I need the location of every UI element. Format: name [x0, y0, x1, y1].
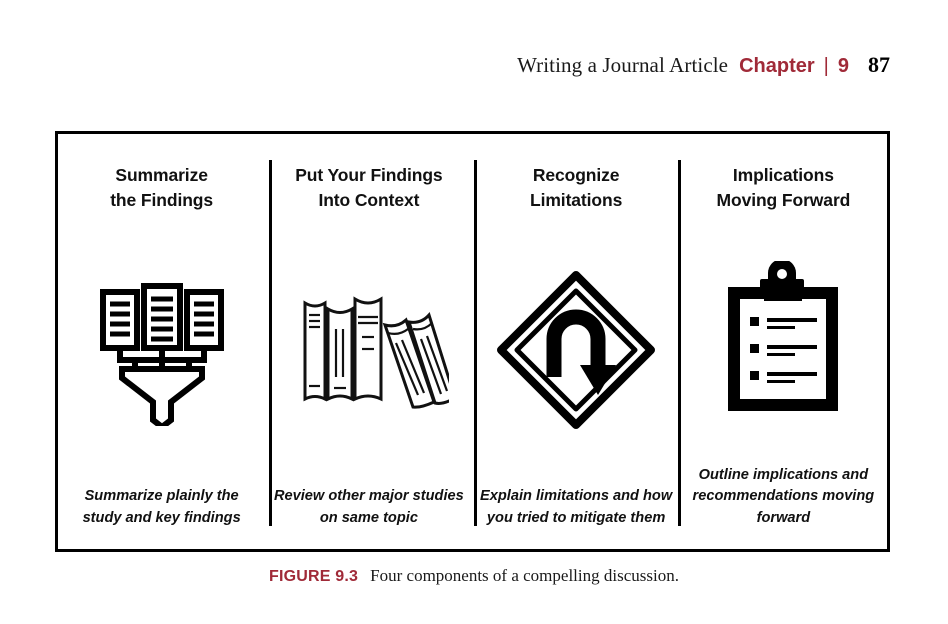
running-head-chapter-label: Chapter: [739, 55, 815, 77]
panel-put-findings-into-context: Put Your Findings Into Context: [265, 134, 472, 549]
running-head-separator: |: [823, 55, 829, 77]
panel-implications-moving-forward: Implications Moving Forward: [680, 134, 887, 549]
panel-title-line2: the Findings: [110, 190, 214, 211]
figure-caption-text: Four components of a compelling discussi…: [370, 566, 679, 585]
running-head-title: Writing a Journal Article: [517, 53, 729, 77]
panel-title-line2: Moving Forward: [716, 190, 851, 211]
panel-title: Implications Moving Forward: [717, 163, 851, 214]
panel-summarize-findings: Summarize the Findings: [58, 134, 265, 549]
panel-caption: Outline implications and recommendations…: [692, 466, 875, 526]
documents-funnel-icon: [64, 214, 259, 486]
panel-title-line2: Limitations: [530, 190, 623, 211]
panel-title: Summarize the Findings: [110, 163, 213, 214]
clipboard-checklist-icon: [686, 214, 881, 465]
running-head-chapter-number: 9: [837, 55, 849, 77]
panel-divider-3: [678, 160, 681, 526]
panel-title-line1: Recognize: [532, 165, 620, 185]
panel-title-line1: Summarize: [115, 165, 208, 185]
running-head: Writing a Journal Article Chapter | 9 87: [517, 52, 890, 78]
panel-title-line1: Put Your Findings: [295, 165, 443, 185]
panel-divider-2: [474, 160, 477, 526]
panel-title: Put Your Findings Into Context: [295, 163, 442, 214]
books-icon: [271, 214, 466, 486]
panel-title: Recognize Limitations: [530, 163, 622, 214]
page-number: 87: [868, 52, 890, 77]
figure-caption: FIGURE 9.3 Four components of a compellin…: [0, 566, 948, 586]
u-turn-sign-icon: [479, 214, 674, 486]
panel-caption: Summarize plainly the study and key find…: [82, 488, 241, 526]
figure-frame: Summarize the Findings: [55, 131, 890, 552]
figure-caption-label: FIGURE 9.3: [269, 568, 359, 585]
panel-caption: Review other major studies on same topic: [273, 488, 464, 526]
panel-caption: Explain limitations and how you tried to…: [480, 488, 673, 526]
panel-recognize-limitations: Recognize Limitations Explain limitation…: [473, 134, 680, 549]
panel-divider-1: [269, 160, 272, 526]
panel-title-line2: Into Context: [318, 190, 420, 211]
panel-title-line1: Implications: [732, 165, 834, 185]
